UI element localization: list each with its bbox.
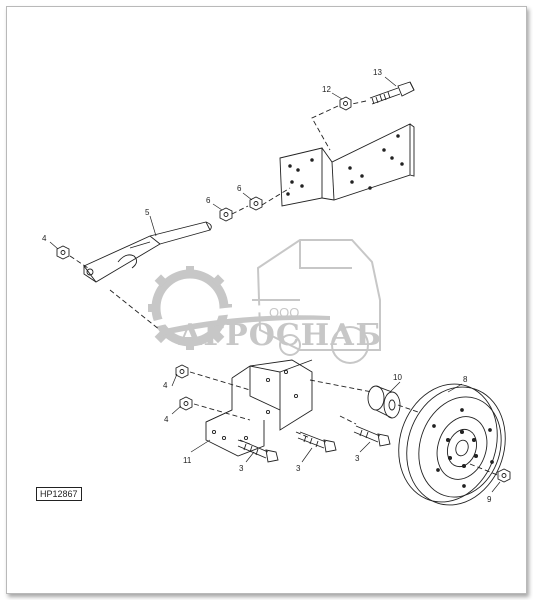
- watermark-name: АГРОСНАБ: [178, 318, 382, 353]
- bolt-3-right: [353, 425, 391, 447]
- nut-4-lower: [179, 396, 193, 411]
- watermark-prefix: ООО: [269, 305, 299, 320]
- callout-6-left: 6: [206, 196, 211, 205]
- nut-4-middle: [175, 364, 189, 379]
- nut-4-top: [56, 245, 70, 260]
- callout-8: 8: [463, 375, 468, 384]
- mounting-plate: [279, 123, 415, 207]
- callout-3-left: 3: [239, 464, 244, 473]
- nut-9: [497, 468, 511, 483]
- nut-6-right: [249, 196, 263, 211]
- callout-11: 11: [183, 456, 192, 465]
- wheel-8: [398, 383, 506, 506]
- callout-3-right: 3: [355, 454, 360, 463]
- callout-3-middle: 3: [296, 464, 301, 473]
- callout-9: 9: [487, 495, 492, 504]
- bushing-10: [367, 385, 401, 419]
- watermark-logo: ООО АГРОСНАБ: [148, 239, 382, 364]
- callout-13: 13: [373, 68, 382, 77]
- line-art: [49, 76, 511, 506]
- callout-10: 10: [393, 373, 402, 382]
- bolt-3-middle: [297, 431, 337, 453]
- nut-12: [339, 96, 352, 111]
- bolt-3-left: [237, 439, 279, 463]
- callout-5: 5: [145, 208, 150, 217]
- reference-code: HP12867: [36, 487, 82, 501]
- bolt-13: [369, 81, 415, 105]
- nut-6-left: [219, 207, 233, 222]
- callout-12: 12: [322, 85, 331, 94]
- callout-4-top: 4: [42, 234, 47, 243]
- callout-4-middle: 4: [163, 381, 168, 390]
- callout-4-lower: 4: [164, 415, 169, 424]
- support-bracket: [205, 359, 313, 457]
- callout-6-right: 6: [237, 184, 242, 193]
- callout-labels: 13 12 6 6 5 4 4 4 10 8 11 3 3 3 9: [42, 68, 492, 504]
- arm-5: [83, 221, 212, 283]
